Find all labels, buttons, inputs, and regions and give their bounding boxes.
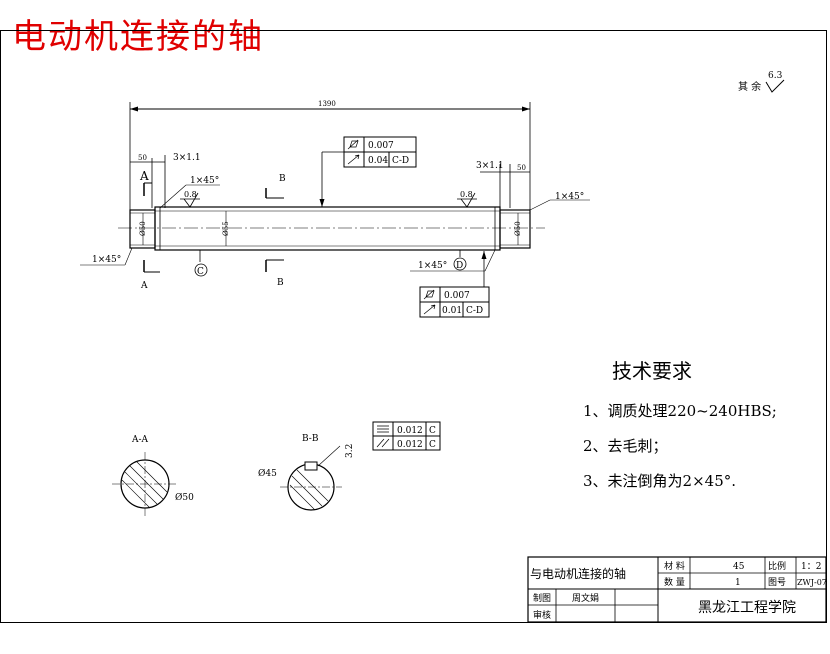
section-aa-dia: Ø50 bbox=[175, 492, 194, 503]
scale-label: 比例 bbox=[768, 560, 786, 572]
tol-section-row1-ref: C bbox=[429, 426, 436, 436]
datum-c-circle bbox=[194, 263, 208, 277]
requirement-item-2: 2、去毛刺； bbox=[583, 437, 668, 455]
drawing-frame bbox=[0, 30, 827, 623]
tol-bottom-row2-value: 0.01 bbox=[442, 306, 462, 316]
section-b-top-label: B bbox=[279, 174, 286, 184]
right-groove-dim: 3×1.1 bbox=[476, 161, 504, 171]
roughness-symbol-icon bbox=[765, 79, 785, 93]
roughness-note-prefix: 其 余 bbox=[738, 80, 761, 93]
datum-d-circle bbox=[453, 257, 467, 271]
tol-section-row2-ref: C bbox=[429, 440, 436, 450]
datum-d-label: D bbox=[456, 261, 463, 271]
rough-left-value: 0.8 bbox=[184, 190, 197, 199]
right-step-dim: 50 bbox=[517, 164, 526, 172]
drawing-no-label: 图号 bbox=[768, 577, 786, 588]
requirement-item-3: 3、未注倒角为2×45°. bbox=[583, 472, 737, 490]
section-bb-hatch bbox=[289, 469, 329, 511]
tol-bottom-row2-ref: C-D bbox=[466, 306, 483, 316]
roughness-note-value: 6.3 bbox=[768, 71, 783, 81]
rough-left-icon bbox=[180, 192, 200, 208]
datum-c-label: C bbox=[197, 267, 204, 277]
runout-icon-2 bbox=[423, 304, 436, 315]
section-bb-rough: 3.2 bbox=[345, 444, 355, 458]
rough-right-value: 0.8 bbox=[460, 190, 473, 199]
tol-top-row1: 0.007 bbox=[368, 141, 394, 151]
chamfer-bottom: 1×45° bbox=[418, 261, 447, 271]
tol-top-row2-ref: C-D bbox=[392, 156, 409, 166]
school-name: 黑龙江工程学院 bbox=[698, 600, 796, 616]
requirements-title: 技术要求 bbox=[612, 359, 692, 383]
left-step-dim: 50 bbox=[138, 154, 147, 162]
section-aa-label: A-A bbox=[131, 435, 149, 445]
tol-top-row2-value: 0.04 bbox=[368, 156, 388, 166]
section-bb-dia: Ø45 bbox=[258, 468, 277, 479]
drawing-no-value: ZWJ-07 bbox=[797, 578, 827, 587]
requirement-item-1: 1、调质处理220~240HBS; bbox=[583, 402, 777, 420]
parallelism-icon bbox=[376, 438, 390, 448]
shaft-main-body bbox=[154, 206, 501, 251]
cylindricity-icon bbox=[347, 139, 359, 150]
section-bb-label: B-B bbox=[302, 434, 319, 444]
tol-section-row2-value: 0.012 bbox=[397, 440, 423, 450]
qty-label: 数 量 bbox=[664, 576, 685, 588]
cylindricity-icon-2 bbox=[423, 289, 435, 300]
rough-right-icon bbox=[457, 192, 477, 208]
tol-section-row1-value: 0.012 bbox=[397, 426, 423, 436]
review-label: 审核 bbox=[533, 609, 551, 621]
material-label: 材 料 bbox=[664, 560, 685, 572]
section-aa-hatch bbox=[121, 461, 168, 509]
chamfer-right: 1×45° bbox=[555, 192, 584, 202]
section-a-bottom-label: A bbox=[140, 281, 148, 291]
keyway bbox=[304, 461, 318, 471]
scale-value: 1：2 bbox=[801, 562, 821, 572]
material-value: 45 bbox=[733, 562, 745, 572]
drawn-label: 制图 bbox=[533, 592, 551, 604]
drawn-by: 周文娟 bbox=[572, 592, 599, 604]
shaft-right-journal bbox=[499, 209, 531, 249]
chamfer-top-left: 1×45° bbox=[190, 176, 219, 186]
drawing-heading: 电动机连接的轴 bbox=[12, 17, 264, 57]
part-name: 与电动机连接的轴 bbox=[530, 566, 626, 581]
chamfer-bottom-left: 1×45° bbox=[92, 255, 121, 265]
section-a-top-label: A bbox=[139, 169, 149, 183]
qty-value: 1 bbox=[735, 578, 741, 588]
overall-length-dim: 1390 bbox=[318, 100, 336, 108]
runout-icon bbox=[347, 154, 360, 165]
tol-bottom-row1: 0.007 bbox=[444, 291, 470, 301]
left-groove-dim: 3×1.1 bbox=[173, 153, 201, 163]
section-b-bottom-label: B bbox=[277, 278, 284, 288]
symmetry-icon bbox=[377, 425, 389, 433]
title-block-grid bbox=[527, 556, 827, 623]
